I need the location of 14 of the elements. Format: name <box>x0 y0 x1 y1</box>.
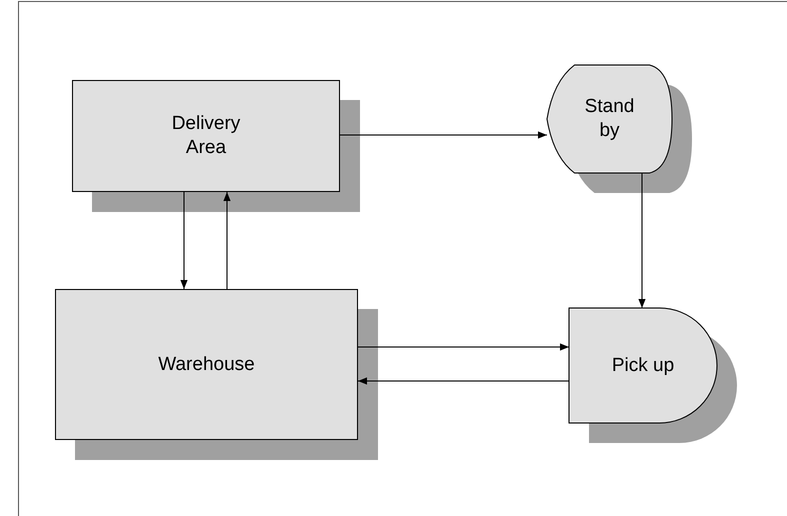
delay-shape <box>569 308 717 423</box>
arrow <box>358 377 570 385</box>
arrow <box>340 131 548 139</box>
arrow <box>180 192 188 290</box>
process-box <box>55 289 358 440</box>
node-label: Delivery Area <box>170 112 242 160</box>
arrow <box>223 192 231 290</box>
node-label: Warehouse <box>157 352 256 376</box>
arrow <box>358 343 570 351</box>
process-box <box>72 80 340 192</box>
node-label: Pick up <box>610 354 676 378</box>
arrow <box>638 172 646 308</box>
node-label: Stand by <box>584 95 636 143</box>
display-shape <box>547 65 672 173</box>
